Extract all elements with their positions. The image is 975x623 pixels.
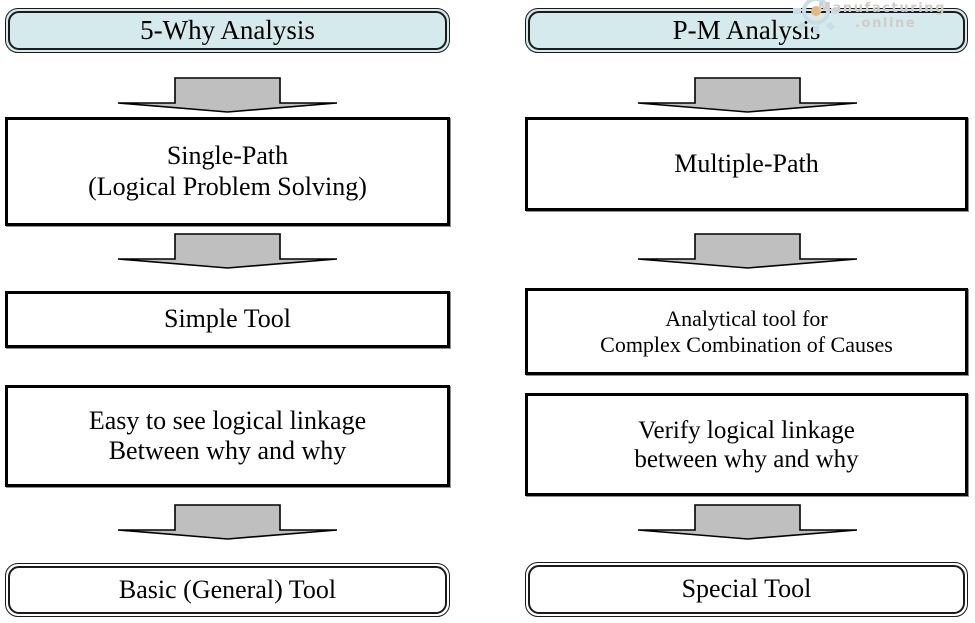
column-header-five-why-label: 5-Why Analysis bbox=[140, 14, 315, 45]
arrow-down-pm-1 bbox=[637, 77, 858, 113]
step-box-five-why-2[interactable]: Simple Tool bbox=[5, 291, 450, 348]
step-box-pm-3-label: Verify logical linkage between why and w… bbox=[634, 416, 859, 473]
arrow-down-pm-3 bbox=[637, 504, 858, 540]
watermark-line-1: Lean bbox=[833, 0, 875, 1]
step-box-pm-2[interactable]: Analytical tool for Complex Combination … bbox=[525, 288, 968, 375]
footer-box-pm[interactable]: Special Tool bbox=[525, 562, 968, 617]
footer-box-five-why[interactable]: Basic (General) Tool bbox=[5, 563, 450, 617]
arrow-down-five-why-2 bbox=[117, 233, 338, 269]
step-box-pm-1[interactable]: Multiple-Path bbox=[525, 117, 968, 211]
column-header-pm-label: P-M Analysis bbox=[672, 14, 821, 45]
step-box-five-why-3[interactable]: Easy to see logical linkage Between why … bbox=[5, 385, 450, 487]
column-header-five-why[interactable]: 5-Why Analysis bbox=[5, 8, 450, 53]
step-box-five-why-2-label: Simple Tool bbox=[164, 304, 291, 334]
column-header-pm[interactable]: P-M Analysis bbox=[525, 8, 968, 53]
step-box-five-why-3-label: Easy to see logical linkage Between why … bbox=[88, 405, 367, 465]
arrow-down-five-why-3 bbox=[117, 504, 338, 540]
step-box-pm-1-label: Multiple-Path bbox=[674, 148, 819, 178]
footer-box-five-why-label: Basic (General) Tool bbox=[118, 574, 337, 604]
footer-box-pm-label: Special Tool bbox=[681, 574, 812, 604]
step-box-five-why-1[interactable]: Single-Path (Logical Problem Solving) bbox=[5, 117, 450, 226]
arrow-down-five-why-1 bbox=[117, 77, 338, 113]
step-box-pm-2-label: Analytical tool for Complex Combination … bbox=[600, 305, 893, 357]
arrow-down-pm-2 bbox=[637, 233, 858, 269]
step-box-five-why-1-label: Single-Path (Logical Problem Solving) bbox=[88, 141, 367, 201]
step-box-pm-3[interactable]: Verify logical linkage between why and w… bbox=[525, 393, 968, 496]
